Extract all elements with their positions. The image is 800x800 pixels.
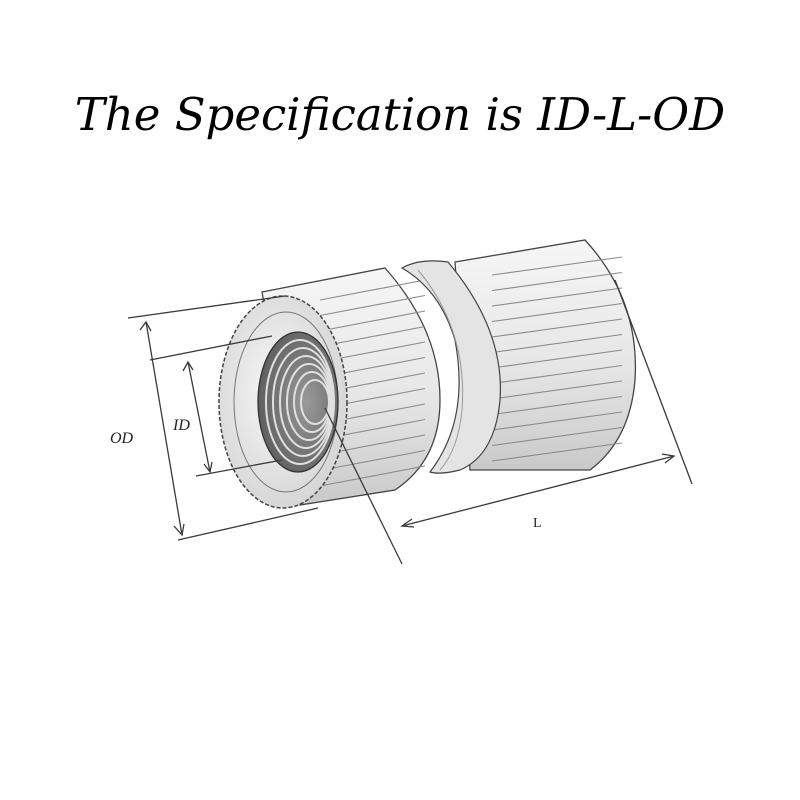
knurl-rib: [319, 449, 426, 472]
knurl-rib: [491, 426, 623, 447]
id-dimension: [149, 335, 283, 477]
end-face: [218, 295, 348, 509]
od-dimension: [127, 295, 319, 541]
knurl-rib: [491, 349, 623, 369]
knurl-rib: [491, 287, 623, 307]
knurl-rib: [319, 325, 426, 348]
knurl-rib: [319, 279, 426, 301]
page-title: The Specification is ID-L-OD: [74, 88, 726, 141]
knurl-rib: [491, 380, 623, 400]
knurl-rib: [491, 395, 623, 416]
od-label: OD: [110, 430, 134, 447]
knurl-rib: [319, 294, 426, 317]
knurl-rib: [491, 318, 623, 338]
l-dimension: [324, 279, 693, 565]
knurl-rib: [491, 271, 623, 292]
knurl-rib: [491, 302, 623, 323]
knurl-rib: [491, 442, 623, 462]
knurl-rib: [319, 465, 426, 487]
knurl-rib: [491, 411, 623, 431]
groove-band: [400, 260, 502, 474]
knurl-rib: [319, 310, 426, 332]
knurl-rib: [491, 333, 623, 354]
l-label: L: [533, 516, 542, 531]
id-label: ID: [172, 417, 190, 434]
thread-ring: [300, 379, 330, 425]
knurl-rib: [491, 364, 623, 385]
knurl-rib: [491, 256, 623, 276]
rear-knurled-section: [454, 239, 637, 471]
